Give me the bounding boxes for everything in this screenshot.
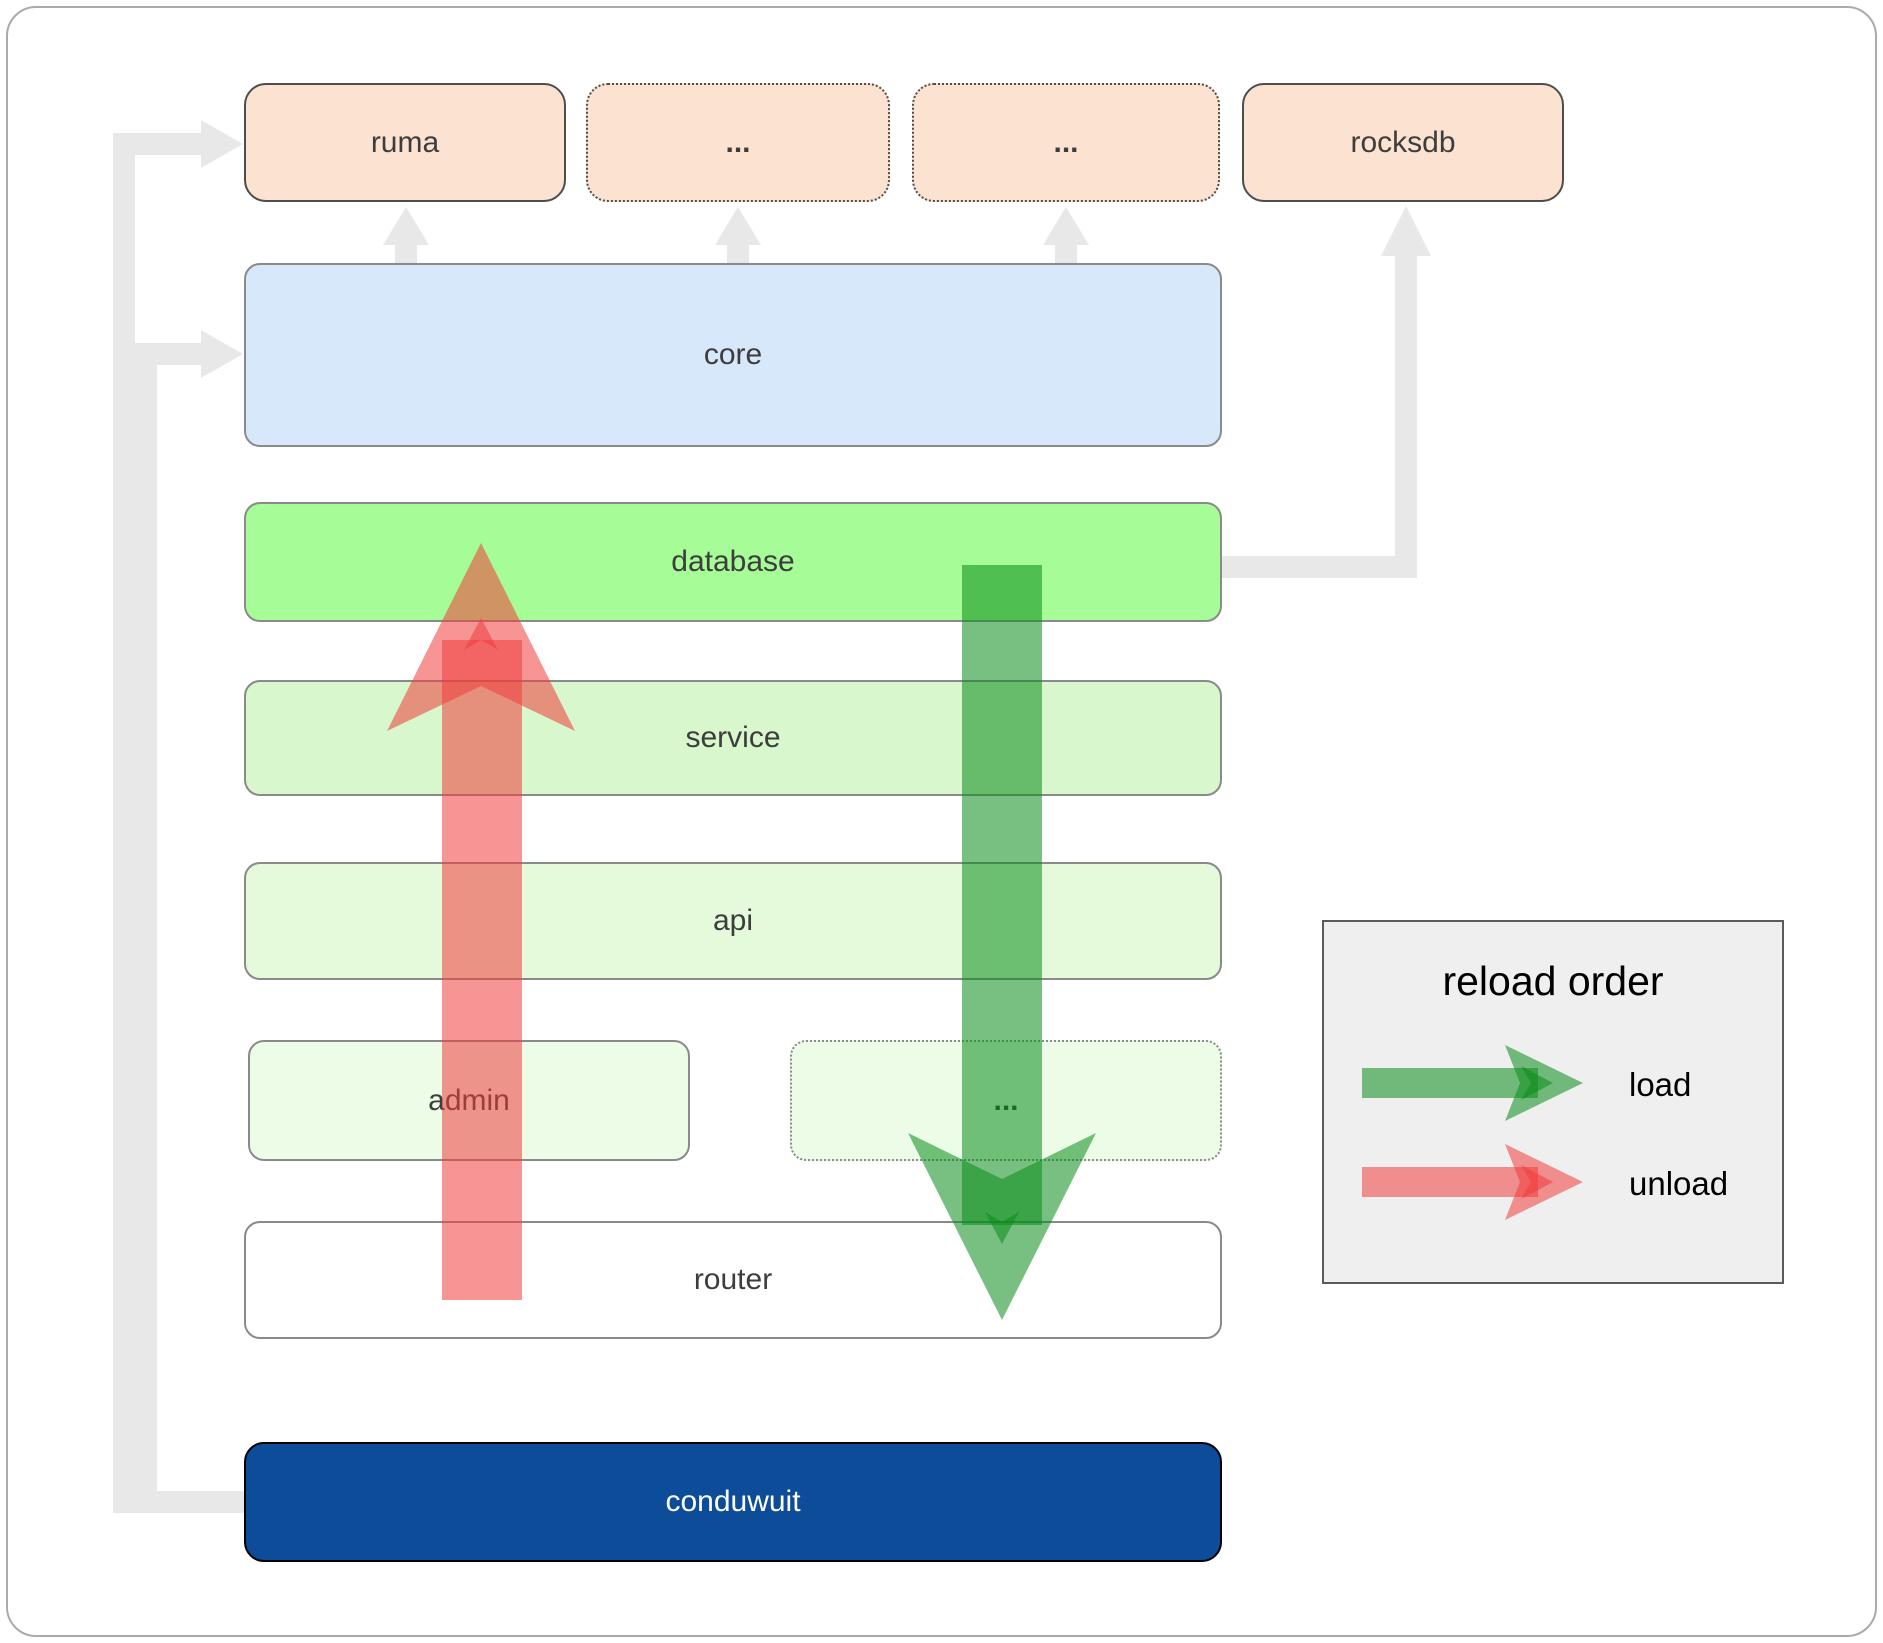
box-deps-more-2-label: ... (1053, 125, 1079, 159)
box-conduwuit-label: conduwuit (665, 1485, 801, 1518)
box-database: database (244, 502, 1222, 622)
legend: reload order load unload (1322, 920, 1784, 1284)
box-rocksdb: rocksdb (1242, 83, 1564, 202)
legend-title: reload order (1442, 958, 1664, 1004)
box-ruma: ruma (244, 83, 566, 202)
legend-load-label: load (1629, 1066, 1692, 1103)
box-router-label: router (693, 1263, 773, 1296)
box-core-label: core (703, 338, 763, 371)
box-deps-more-1-label: ... (725, 125, 751, 159)
box-admin: admin (248, 1040, 690, 1161)
box-api: api (244, 862, 1222, 980)
box-rocksdb-label: rocksdb (1350, 125, 1456, 159)
box-deps-more-1: ... (586, 83, 890, 202)
box-admin-label: admin (428, 1083, 510, 1117)
box-ruma-label: ruma (370, 125, 440, 159)
box-core: core (244, 263, 1222, 447)
legend-unload-label: unload (1629, 1165, 1729, 1202)
box-database-label: database (671, 545, 795, 578)
box-deps-more-2: ... (912, 83, 1220, 202)
box-router: router (244, 1221, 1222, 1339)
box-crates-more: ... (790, 1040, 1222, 1161)
box-service-label: service (685, 721, 781, 754)
box-crates-more-label: ... (993, 1083, 1019, 1117)
box-service: service (244, 680, 1222, 796)
box-conduwuit: conduwuit (244, 1442, 1222, 1562)
box-api-label: api (712, 904, 754, 937)
